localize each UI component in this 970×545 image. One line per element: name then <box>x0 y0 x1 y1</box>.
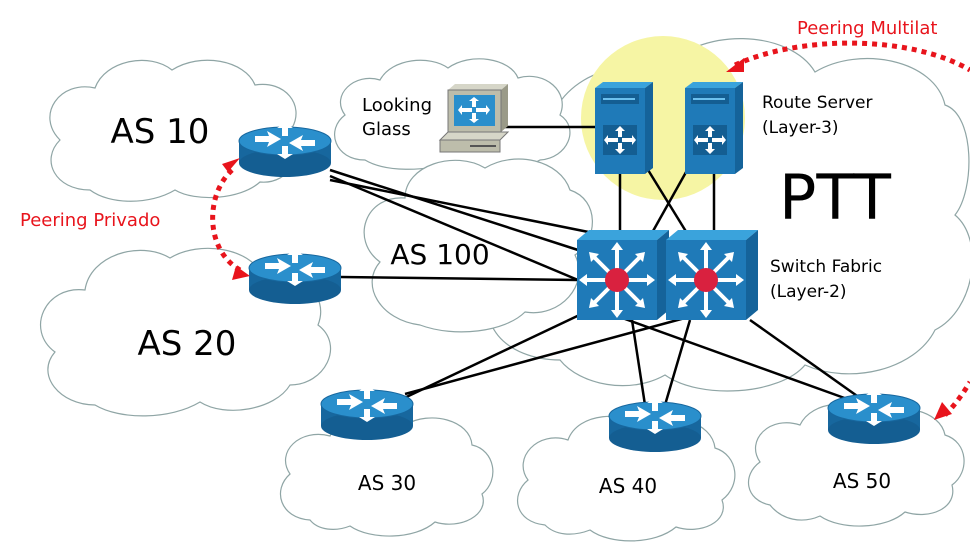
workstation-icon <box>438 84 510 153</box>
looking-glass-label-line1: Looking <box>362 95 432 116</box>
switch-fabric-label-line1: Switch Fabric <box>770 257 882 277</box>
router-icon <box>238 122 332 178</box>
arrowhead-icon <box>726 58 744 72</box>
router-icon <box>827 389 921 445</box>
route-server-label-line2: (Layer-3) <box>762 118 839 138</box>
switch-fabric-label-line2: (Layer-2) <box>770 282 847 302</box>
links <box>329 125 861 406</box>
server-icon <box>594 81 654 175</box>
multilayer-switch-icon <box>575 228 671 322</box>
peering-private-arrow <box>210 168 242 273</box>
arrowhead-icon <box>934 402 952 420</box>
router-icon <box>320 385 414 441</box>
peering-multilateral-label: Peering Multilat <box>797 18 937 39</box>
as10-cloud <box>49 59 300 202</box>
as100-label: AS 100 <box>390 238 489 271</box>
multilayer-switch-icon <box>664 228 760 322</box>
as40-label: AS 40 <box>599 474 657 498</box>
as30-cloud <box>280 414 494 537</box>
as30-label: AS 30 <box>358 471 416 495</box>
looking-glass-label-line2: Glass <box>362 119 411 140</box>
router-icon <box>248 249 342 305</box>
route-server-label-line1: Route Server <box>762 93 873 113</box>
as100-cloud <box>363 158 593 333</box>
arrowhead-icon <box>232 266 250 280</box>
server-icon <box>684 81 744 175</box>
as50-label: AS 50 <box>833 469 891 493</box>
as10-label: AS 10 <box>111 112 210 152</box>
ptt-label: PTT <box>779 161 892 234</box>
as20-label: AS 20 <box>138 324 237 364</box>
peering-private-label: Peering Privado <box>20 210 160 231</box>
arrowhead-icon <box>222 158 240 172</box>
router-icon <box>608 397 702 453</box>
